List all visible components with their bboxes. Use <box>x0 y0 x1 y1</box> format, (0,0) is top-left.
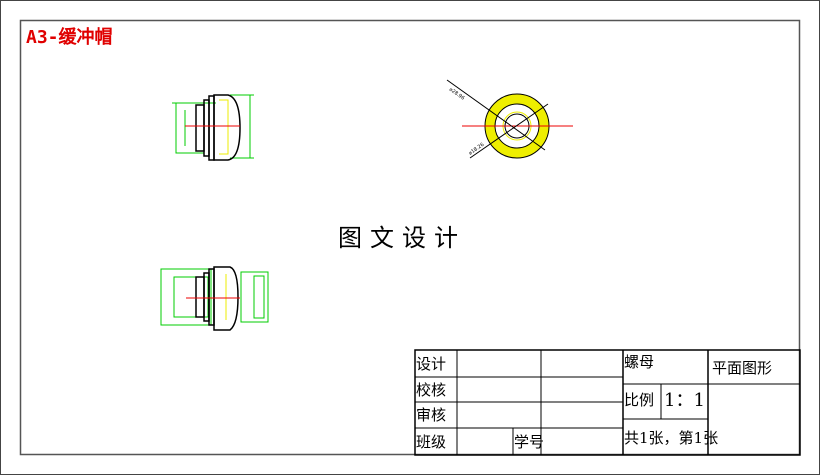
front-view: ⌀28.96 ⌀18.26 <box>446 79 573 159</box>
title-block <box>414 349 801 456</box>
label-design: 设计 <box>416 355 446 373</box>
side-view-bottom <box>160 266 269 331</box>
sheet-count: 共1张，第1张 <box>624 429 718 447</box>
drawing-type: 平面图形 <box>712 359 772 377</box>
center-caption: 图文设计 <box>338 224 466 252</box>
label-class: 班级 <box>416 433 446 451</box>
part-name: 螺母 <box>624 353 654 371</box>
drawing-title: A3-缓冲帽 <box>26 26 113 48</box>
side-view-top <box>172 94 254 161</box>
label-scale: 比例 <box>624 391 654 409</box>
label-student-no: 学号 <box>514 433 544 451</box>
inner-frame <box>19 19 801 456</box>
scale-value: 1：1 <box>664 390 705 411</box>
label-review: 审核 <box>416 406 446 424</box>
label-check: 校核 <box>416 381 446 399</box>
svg-text:⌀28.96: ⌀28.96 <box>448 87 466 102</box>
